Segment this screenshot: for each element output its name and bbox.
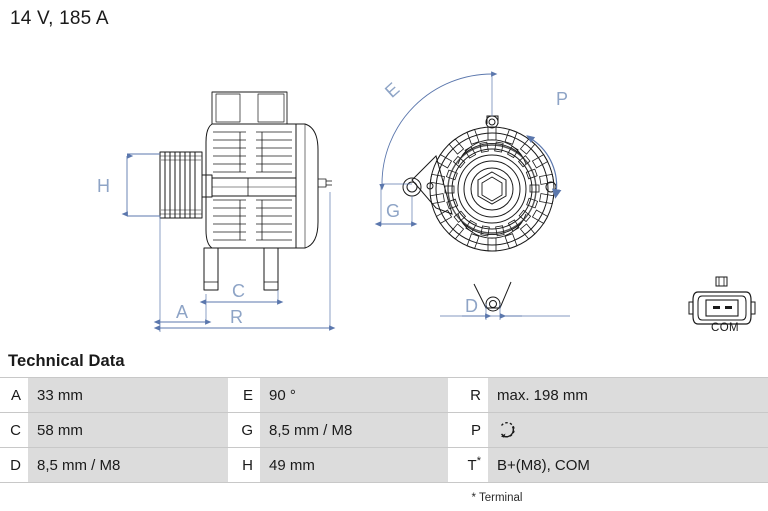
dimension-label-H: H [97,176,110,196]
technical-data-heading: Technical Data [8,352,125,370]
technical-data-table: A 33 mm E 90 ° R max. 198 mm C 58 mm G 8… [0,377,768,483]
rotation-counterclockwise-icon [497,420,519,440]
row-key-r: R [448,377,488,413]
row-value-a: 33 mm [28,377,228,413]
table-row: D 8,5 mm / M8 H 49 mm T* B+(M8), COM [0,447,768,483]
alternator-drawing-svg: H A C R [97,71,570,332]
row-value-t: B+(M8), COM [488,447,768,483]
technical-data-section: Technical Data A 33 mm E 90 ° R max. 198… [0,352,768,483]
row-key-e: E [228,377,260,413]
dimension-label-G: G [386,201,400,221]
row-value-g: 8,5 mm / M8 [260,412,448,448]
side-view-dimension-labels: H A C R [97,176,245,327]
dimension-label-P: P [556,89,568,109]
side-view-dimensions [121,153,336,332]
row-value-p [488,412,768,448]
technical-drawing: H A C R [0,32,768,335]
row-value-d: 8,5 mm / M8 [28,447,228,483]
dimension-label-A: A [176,302,188,322]
connector-label: COM [710,322,740,334]
dimension-label-D: D [465,296,478,316]
row-key-p: P [448,412,488,448]
page-title: 14 V, 185 A [10,8,109,29]
row-value-e: 90 ° [260,377,448,413]
connector-plug-icon [688,276,756,325]
row-key-h: H [228,447,260,483]
housing-outline [205,91,332,249]
pulley-icon [159,151,203,219]
table-row: C 58 mm G 8,5 mm / M8 P [0,412,768,448]
table-row: A 33 mm E 90 ° R max. 198 mm [0,377,768,413]
front-view-group [402,115,557,312]
side-view-group [159,91,332,291]
row-key-a: A [0,377,28,413]
row-key-d: D [0,447,28,483]
cooling-fins-front [213,131,246,241]
row-value-h: 49 mm [260,447,448,483]
row-value-c: 58 mm [28,412,228,448]
front-view-dimensions [374,71,570,320]
dimension-label-C: C [232,281,245,301]
connector-diagram [688,276,762,338]
row-key-t-asterisk: * [476,454,481,467]
row-key-t-letter: T [467,456,477,474]
dimension-label-R: R [230,307,243,327]
dimension-label-E: E [381,79,403,102]
row-key-c: C [0,412,28,448]
row-key-g: G [228,412,260,448]
row-value-r: max. 198 mm [488,377,768,413]
terminal-footnote: * Terminal [471,492,523,504]
row-key-t: T* [448,447,488,483]
mounting-feet [203,247,279,291]
cooling-fins-rear [256,131,292,241]
